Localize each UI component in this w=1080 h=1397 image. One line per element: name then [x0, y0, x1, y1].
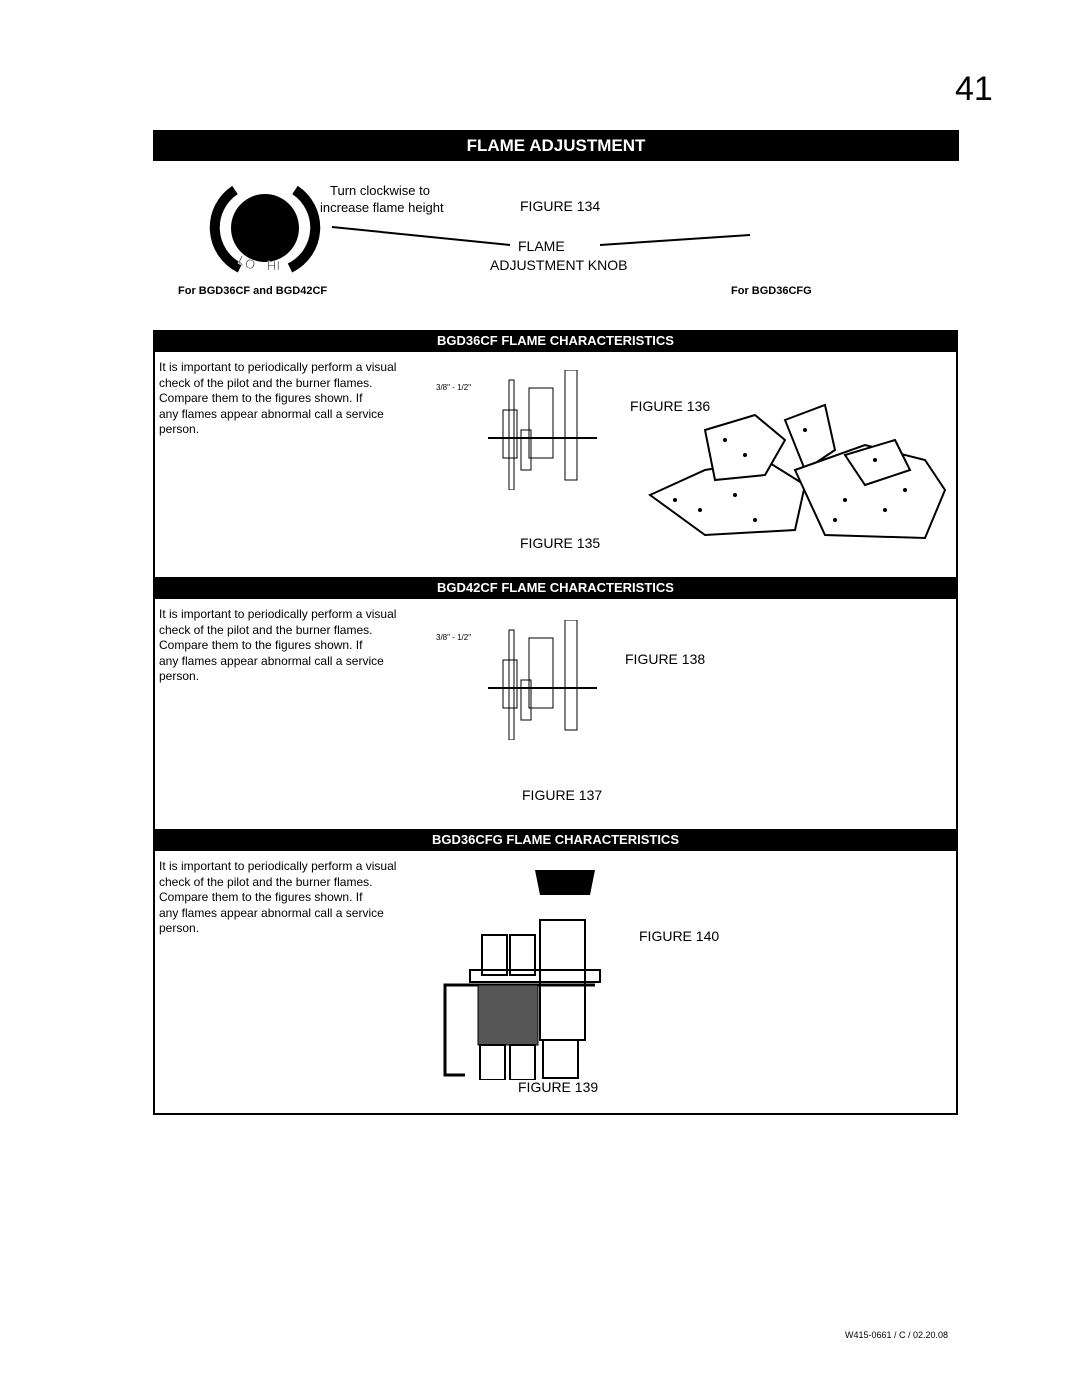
section-text-bgd42cf: It is important to periodically perform …	[159, 607, 397, 683]
section-heading-bgd36cfg: BGD36CFG FLAME CHARACTERISTICS	[153, 829, 958, 851]
figure-140-label: FIGURE 140	[639, 928, 720, 944]
section-heading-bgd36cf: BGD36CF FLAME CHARACTERISTICS	[153, 330, 958, 352]
figure-139-label: FIGURE 139	[518, 1079, 599, 1095]
page-number: 41	[955, 70, 993, 108]
document-code: W415-0661 / C / 02.20.08	[845, 1330, 949, 1340]
pilot-assembly-1	[488, 370, 597, 490]
svg-text:HI: HI	[267, 258, 280, 273]
knob-instruction-2: increase flame height	[320, 200, 444, 215]
figure-135-label: FIGURE 135	[520, 535, 601, 551]
callout-lines	[331, 226, 751, 246]
svg-text:LO: LO	[236, 252, 258, 273]
log-set-illustration	[648, 403, 947, 540]
figure-134-label: FIGURE 134	[520, 198, 601, 214]
left-caption: For BGD36CF and BGD42CF	[178, 285, 328, 297]
section-heading-bgd42cf: BGD42CF FLAME CHARACTERISTICS	[153, 577, 958, 599]
gap-label-2: 3/8" - 1/2"	[436, 633, 472, 642]
right-caption: For BGD36CFG	[731, 285, 812, 297]
figure-136-label: FIGURE 136	[630, 398, 711, 414]
figure-137-label: FIGURE 137	[522, 787, 603, 803]
figure-138-label: FIGURE 138	[625, 651, 706, 667]
pilot-assembly-3	[443, 870, 601, 1080]
section-text-bgd36cf: It is important to periodically perform …	[159, 360, 397, 436]
page-title: FLAME ADJUSTMENT	[153, 130, 959, 161]
knob-instruction-1: Turn clockwise to	[330, 183, 430, 198]
callout-label-1: FLAME	[518, 238, 565, 254]
callout-label-2: ADJUSTMENT KNOB	[490, 257, 628, 273]
section-text-bgd36cfg: It is important to periodically perform …	[159, 859, 397, 935]
pilot-assembly-2	[488, 620, 597, 740]
gap-label-1: 3/8" - 1/2"	[436, 383, 472, 392]
flame-knob-illustration: LO HI	[209, 185, 321, 273]
